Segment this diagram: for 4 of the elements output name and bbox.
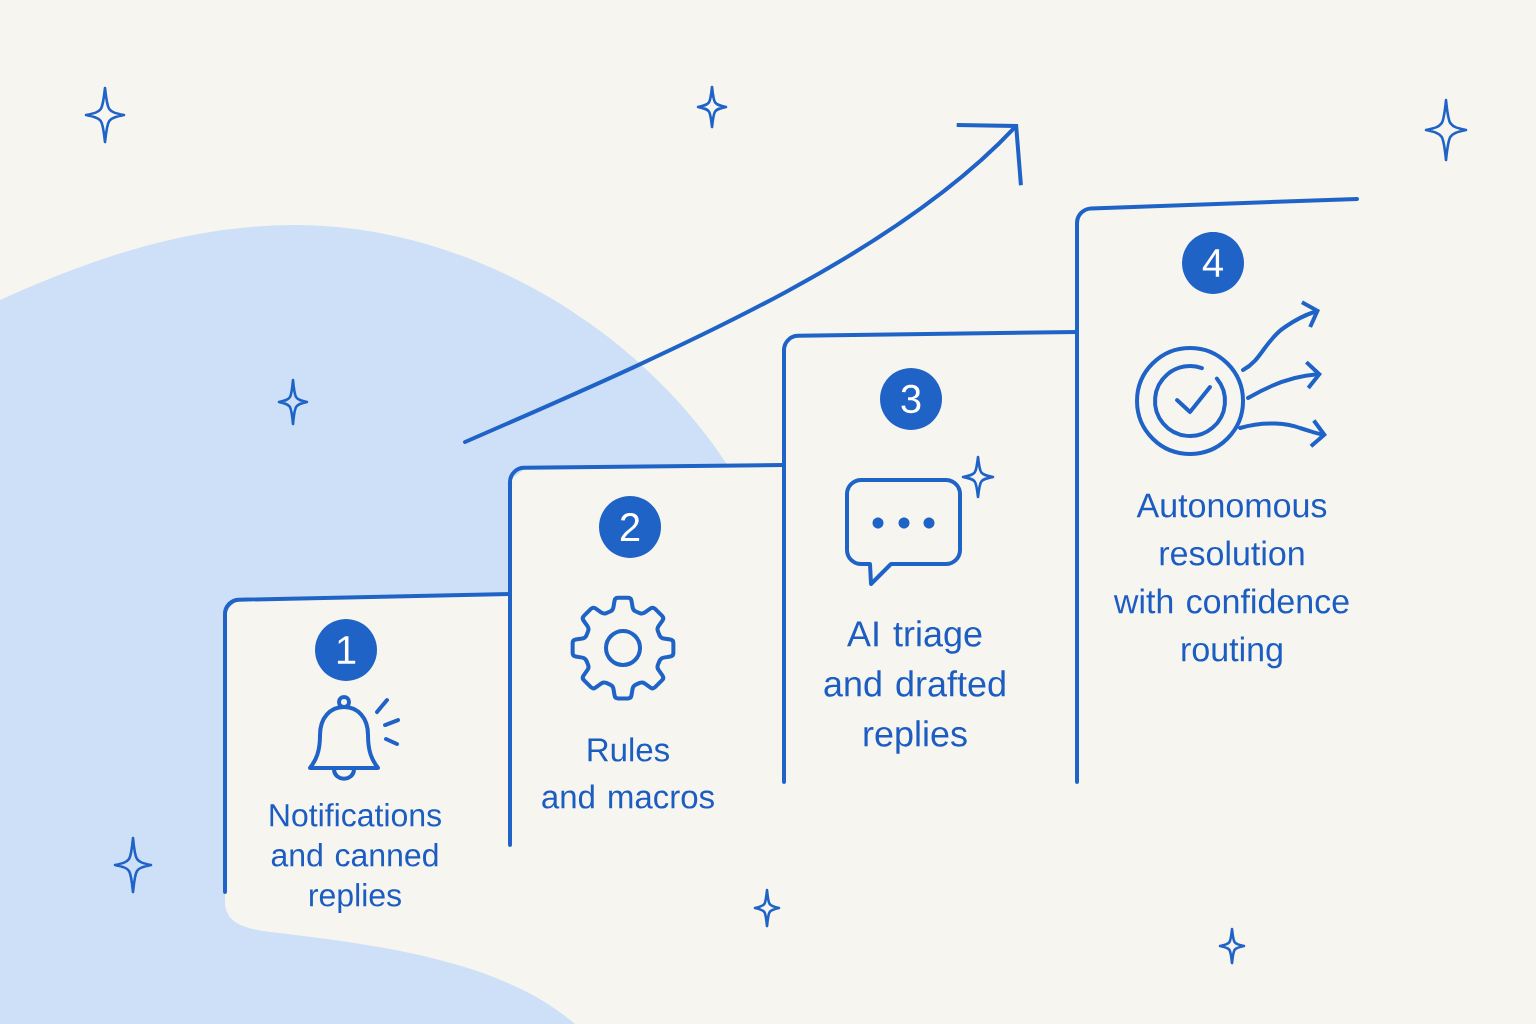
number-badge: 2 bbox=[599, 496, 661, 558]
number-badge: 3 bbox=[880, 368, 942, 430]
number-badge: 4 bbox=[1182, 232, 1244, 294]
number-badge: 1 bbox=[315, 619, 377, 681]
